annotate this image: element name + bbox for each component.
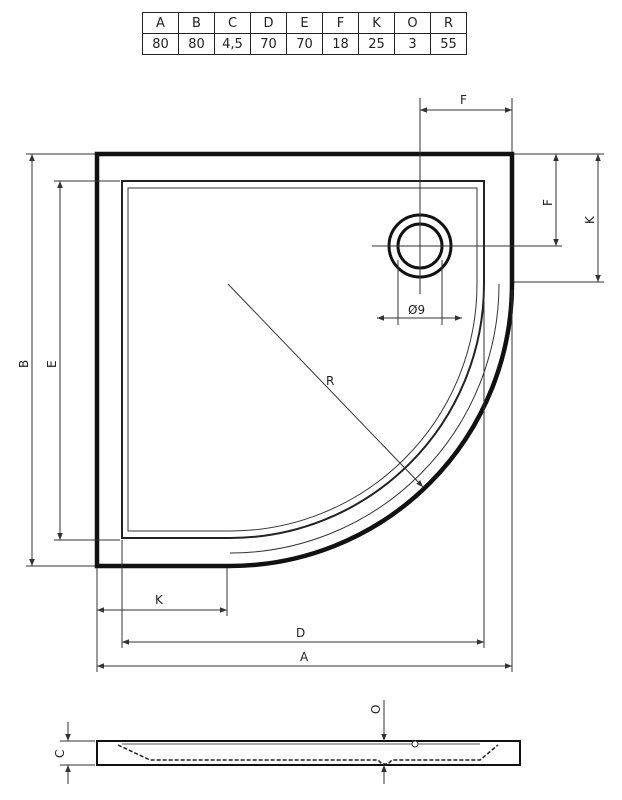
tray-section-view	[96, 740, 521, 766]
label-o: O	[369, 705, 383, 714]
label-f-side: F	[541, 199, 555, 206]
value-d: 70	[250, 33, 287, 55]
label-k-side: K	[583, 215, 597, 224]
label-d: D	[296, 626, 305, 640]
value-b: 80	[178, 33, 215, 55]
drain-icon	[372, 198, 468, 294]
label-r: R	[326, 374, 334, 388]
dimension-table: A B C D E F K O R 80 80 4,5 70 70 18 25 …	[142, 12, 467, 55]
dimension-table-value-row: 80 80 4,5 70 70 18 25 3 55	[142, 33, 467, 55]
value-c: 4,5	[214, 33, 251, 55]
tray-rim-curve	[229, 283, 500, 554]
label-e: E	[45, 360, 59, 368]
dimension-table-header-row: A B C D E F K O R	[142, 12, 467, 34]
label-drain-diameter: Ø9	[408, 303, 425, 317]
value-e: 70	[286, 33, 323, 55]
label-a: A	[300, 650, 309, 664]
tray-inner-step	[127, 187, 478, 532]
radius-line	[227, 283, 424, 488]
label-c: C	[53, 750, 67, 758]
label-k-bottom: K	[155, 593, 164, 607]
label-f-top: F	[460, 93, 467, 107]
value-f: 18	[322, 33, 359, 55]
value-r: 55	[430, 33, 467, 55]
tray-outer-outline	[94, 151, 515, 569]
value-k: 25	[358, 33, 395, 55]
tray-inner-outline	[121, 180, 485, 539]
label-b: B	[17, 360, 31, 368]
